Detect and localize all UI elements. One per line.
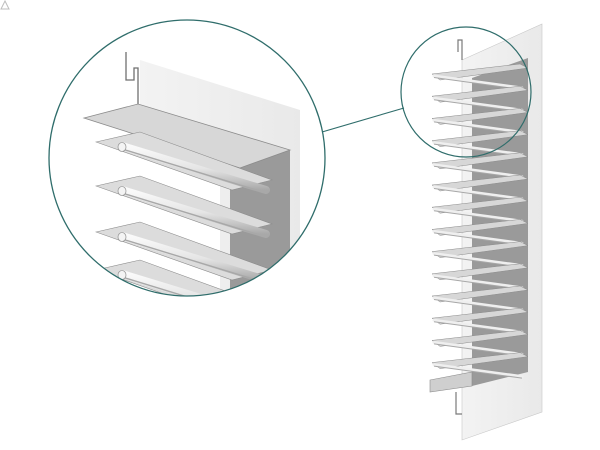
blade-rod [432, 296, 524, 312]
magnified-detail [49, 20, 325, 296]
blade-rod [432, 141, 524, 157]
zoom-rod [118, 232, 270, 284]
zoom-blade [94, 221, 274, 284]
louvre-blade [431, 219, 529, 246]
louvre-blade [431, 130, 529, 157]
blade-rod [432, 274, 524, 290]
zoom-rod [118, 142, 270, 194]
frame-bottom-return [429, 371, 473, 393]
blade-rod [432, 252, 524, 268]
zoom-circle-outline [48, 19, 326, 297]
zoom-top-lip [125, 52, 139, 104]
blade-rod [432, 96, 524, 112]
louvre-blade [431, 241, 529, 268]
zoom-rod-end [117, 142, 127, 152]
zoom-blade [94, 131, 274, 194]
blade-rod [432, 118, 524, 134]
blade-rod [432, 74, 524, 90]
zoom-rod-shadow [121, 238, 267, 284]
zoom-rod [118, 270, 270, 296]
zoom-rod-shadow [121, 148, 267, 194]
leader-line [321, 107, 405, 133]
blade-rod [432, 229, 524, 245]
zoom-rod-end [117, 186, 127, 196]
blade-rod [432, 340, 524, 356]
detail-source-circle [400, 26, 532, 158]
zoom-rod-end [117, 232, 127, 242]
blade-rod [432, 207, 524, 223]
zoom-blade [94, 259, 274, 296]
frame-bottom-lip [455, 392, 462, 415]
blade-rod [432, 318, 524, 334]
zoom-rod [118, 186, 270, 238]
zoom-rod-shadow [121, 192, 267, 238]
zoom-rod-shadow [121, 276, 267, 296]
louvre-blade [431, 352, 529, 379]
triangle-icon [0, 0, 10, 10]
louvre-blade [431, 330, 529, 357]
zoom-blade [94, 175, 274, 238]
frame-top-lip [457, 39, 463, 60]
louvre-assembly [429, 23, 543, 441]
blade-rod-shadow [433, 365, 523, 379]
blade-rod [432, 363, 524, 379]
blade-rod [432, 163, 524, 179]
louvre-blade [431, 63, 529, 90]
blade-rod [432, 185, 524, 201]
